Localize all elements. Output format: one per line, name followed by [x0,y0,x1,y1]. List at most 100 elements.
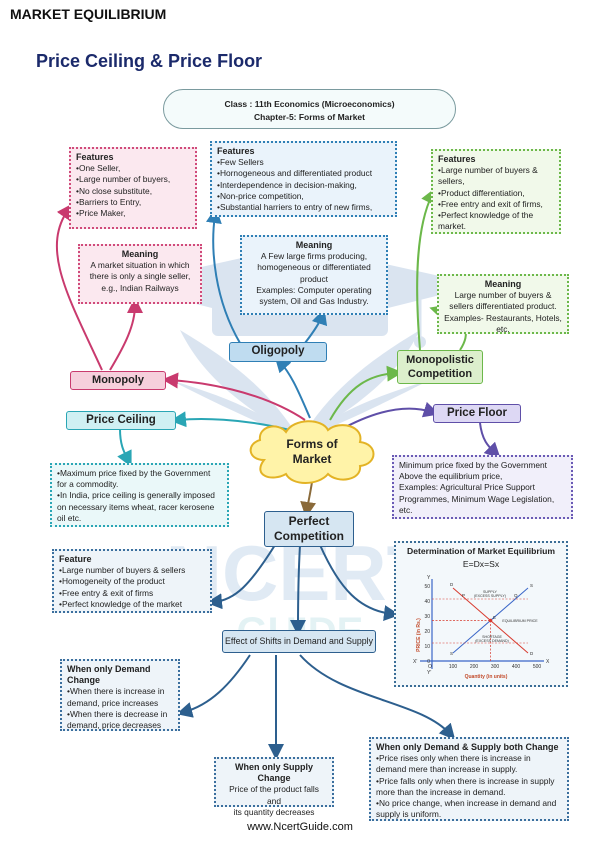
list-item: Price rises only when there is increase … [376,753,562,775]
x-tick: 500 [533,664,542,670]
list-item: Perfect knowledge of the market. [438,210,554,232]
floor-line: Minimum price fixed by the Government [399,460,548,470]
list-item: Price Maker, [76,208,190,219]
label-line: Competition [407,368,473,380]
x-axis-neg: X' [413,659,417,665]
x-tick: 400 [512,664,521,670]
chart-annotation: SHORTAGE [482,635,502,639]
y-axis-label: PRICE (in Rs.) [416,618,422,652]
list-item: Barriers to Entry, [76,197,190,208]
perfect-competition-label: Perfect Competition [264,511,354,547]
x-tick: 200 [470,664,479,670]
box-title: When only Demand [67,664,151,674]
price-ceiling-list: Maximum price fixed by the Government fo… [57,468,222,524]
x-tick: 300 [491,664,500,670]
meaning-line: A Few large firms producing, [260,251,368,262]
perfect-features-list: Large number of buyers & sellers Homogen… [59,565,205,610]
list-item: Perfect knowledge of the market [59,599,205,610]
list-item: When there is increase in demand, price … [67,686,173,708]
point-label: D [530,651,534,656]
list-item: Homogeneity of the product [59,576,205,587]
point-label: S [530,583,533,588]
demand-change-list: When there is increase in demand, price … [67,686,173,731]
list-item: Price falls only when there is increase … [376,776,562,798]
equilibrium-box: Determination of Market Equilibrium E=Dx… [394,541,568,687]
y-tick: 30 [424,614,430,620]
monopoly-meaning-box: Meaning A market situation in which ther… [78,244,202,304]
meaning-line: Examples: Computer operating [256,284,372,295]
supply-change-box: When only Supply Change Price of the pro… [214,757,334,817]
box-title: When only Supply Change [235,762,313,784]
y-tick: 20 [424,629,430,635]
monopolistic-meaning-box: Meaning Large number of buyers & sellers… [437,274,569,334]
center-line: Market [293,452,332,466]
list-item: In India, price ceiling is generally imp… [57,490,222,524]
y-axis-neg: Y' [427,670,431,676]
both-change-list: Price rises only when there is increase … [376,753,562,820]
list-item: Large number of buyers & sellers [59,565,205,576]
y-axis-end: Y [427,575,431,581]
point-label: P [462,593,465,598]
list-item: Hornogeneous and differentiated product [217,168,390,179]
oligopoly-features-box: Features Few Sellers Hornogeneous and di… [210,141,397,217]
x-tick: 100 [449,664,458,670]
equilibrium-equation: E=Dx=Sx [462,559,500,569]
floor-line: etc. [399,504,413,515]
effect-shifts-label: Effect of Shifts in Demand and Supply [222,630,376,653]
monopolistic-features-list: Large number of buyers & sellers, Produc… [438,165,554,232]
point-label: D [450,582,454,587]
point-label: S [450,651,453,656]
meaning-line: A market situation in which [90,260,190,271]
equilibrium-graph: PRICE (in Rs.) Y Y' X X' O 50 40 30 20 1… [413,575,550,680]
center-line: Forms of [286,437,338,451]
header: MARKET EQUILIBRIUM [10,6,167,22]
list-item: Product differentiation, [438,188,554,199]
monopoly-features-box: Features One Seller, Large number of buy… [69,147,197,229]
box-title: When only Demand & Supply both Change [376,742,559,752]
perfect-features-box: Feature Large number of buyers & sellers… [52,549,212,613]
list-item: Non-price competition, [217,191,390,202]
label-line: Monopolistic [406,354,474,366]
box-title: Features [217,146,255,156]
chart-annotation: EQUILIBRIUM PRICE [502,619,538,623]
equilibrium-point [488,618,493,623]
class-info: Class : 11th Economics (Microeconomics) … [163,89,456,129]
box-title: Meaning [295,240,333,250]
y-tick: 50 [424,584,430,590]
price-ceiling-label: Price Ceiling [66,411,176,430]
demand-change-box: When only Demand Change When there is in… [60,659,180,731]
list-item: Few Sellers [217,157,390,168]
x-axis-end: X [546,659,550,665]
box-title: Meaning [484,279,522,289]
list-item: No price change, when increase in demand… [376,798,562,820]
chart-annotation: SUPPLY [483,590,498,594]
box-title: Features [76,152,114,162]
both-change-box: When only Demand & Supply both Change Pr… [369,737,569,821]
x-axis-label: Quantity (in units) [465,674,508,680]
meaning-line: etc. [496,323,510,334]
label-line: Perfect [288,514,330,528]
origin-label: O [428,664,432,670]
class-line: Class : 11th Economics (Microeconomics) [224,99,395,109]
chart-annotation: (EXCESS DEMAND) [475,639,509,643]
price-floor-label: Price Floor [433,404,521,423]
chart-annotation: (EXCESS SUPPLY) [474,594,506,598]
list-item: Large number of buyers, [76,174,190,185]
point-label: E [493,615,496,620]
y-tick: 40 [424,599,430,605]
floor-line: Programmes, Minimum Wage Legislation, [399,493,555,504]
page-title: Price Ceiling & Price Floor [36,51,263,71]
meaning-line: Examples- Restaurants, Hotels, [444,312,562,323]
oligopoly-features-list: Few Sellers Hornogeneous and differentia… [217,157,390,213]
meaning-line: there is only a single seller, [89,271,191,282]
meaning-line: system, Oil and Gas Industry. [259,296,369,307]
monopoly-features-list: One Seller, Large number of buyers, No c… [76,163,190,219]
equilibrium-title: Determination of Market Equilibrium [406,546,556,556]
box-title: Meaning [121,249,159,259]
box-title: Features [438,154,476,164]
supply-line: Price of the product falls and [229,784,319,806]
oligopoly-meaning-box: Meaning A Few large firms producing, hom… [240,235,388,315]
price-floor-box: Minimum price fixed by the Government Ab… [392,455,573,519]
box-title: Change [67,675,101,686]
price-ceiling-box: Maximum price fixed by the Government fo… [50,463,229,527]
